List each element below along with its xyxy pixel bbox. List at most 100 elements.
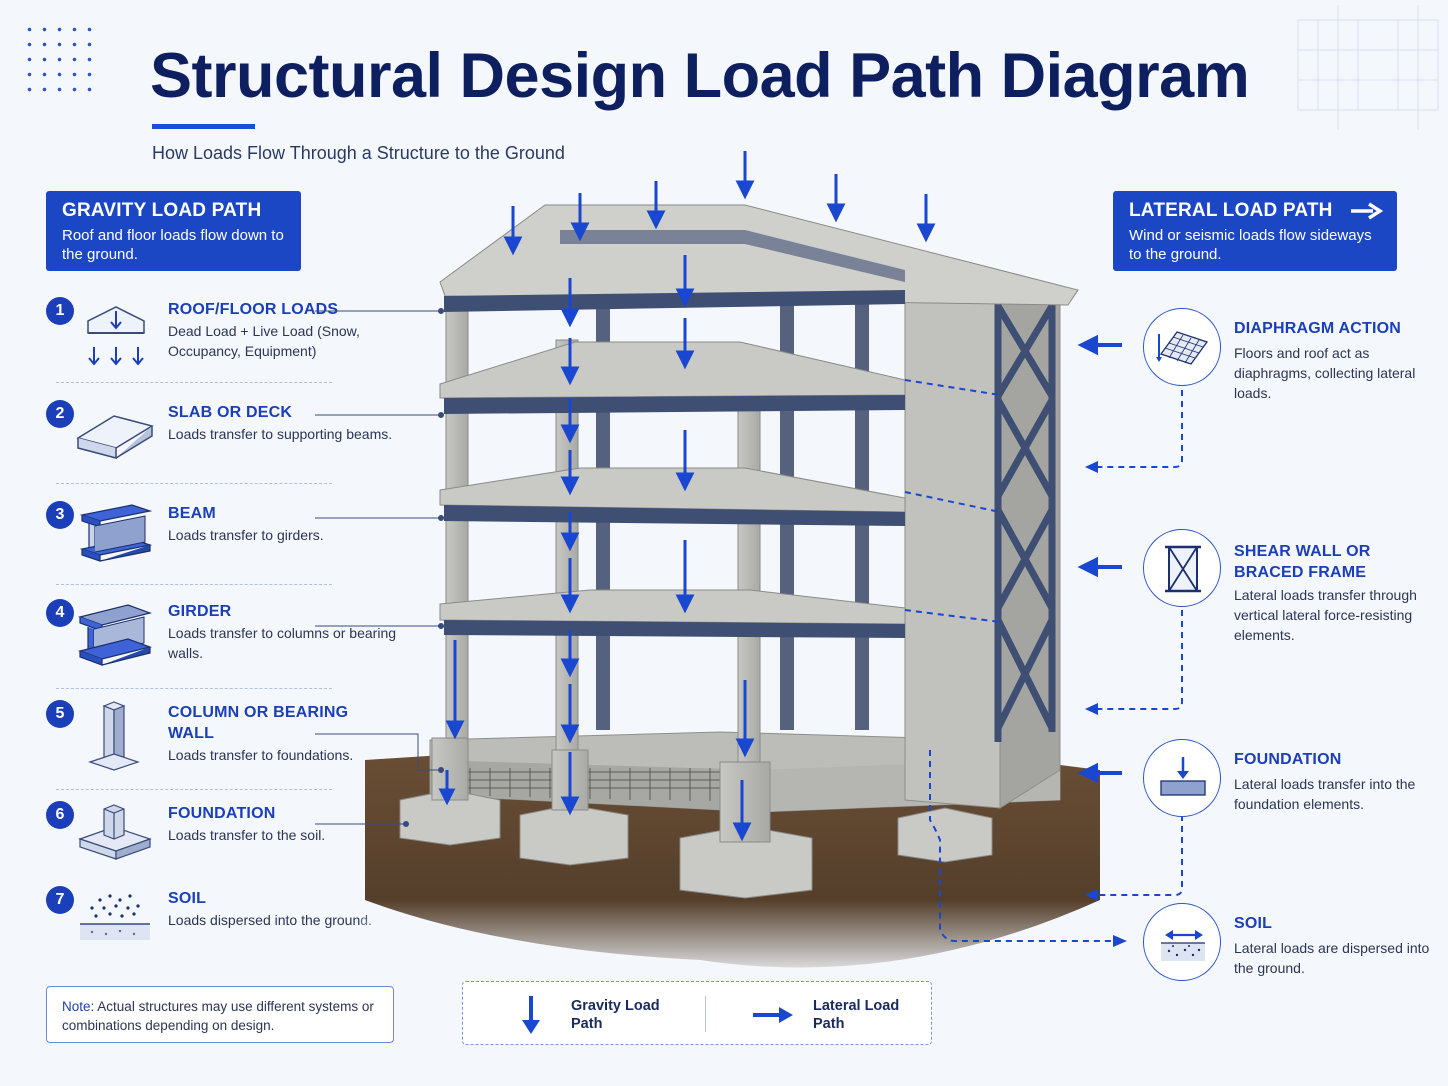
legend-separator bbox=[705, 996, 706, 1032]
legend: Gravity Load Path Lateral Load Path bbox=[462, 981, 932, 1045]
lateral-step-diaphragm: DIAPHRAGM ACTION Floors and roof act as … bbox=[1143, 308, 1433, 408]
leader-lines bbox=[315, 308, 444, 827]
step-text: GIRDER Loads transfer to columns or bear… bbox=[168, 601, 398, 663]
gravity-load-path-header: GRAVITY LOAD PATH Roof and floor loads f… bbox=[46, 191, 301, 271]
roof-load-icon bbox=[87, 306, 145, 366]
lat-text: DIAPHRAGM ACTION Floors and roof act as … bbox=[1234, 318, 1434, 403]
step-number-badge: 6 bbox=[46, 801, 74, 829]
note-text: Actual structures may use different syst… bbox=[62, 999, 374, 1033]
step-divider bbox=[56, 584, 332, 585]
girder-icon bbox=[77, 604, 153, 666]
page-title: Structural Design Load Path Diagram bbox=[150, 41, 1250, 111]
step-divider bbox=[56, 688, 332, 689]
lateral-dashed-connectors bbox=[904, 379, 1183, 942]
page-subtitle: How Loads Flow Through a Structure to th… bbox=[152, 143, 565, 163]
gravity-step-5: 5 COLUMN OR BEARING WALL Loads transfer … bbox=[46, 700, 353, 790]
lateral-load-path-header: LATERAL LOAD PATH Wind or seismic loads … bbox=[1113, 191, 1397, 271]
lateral-step-description: Lateral loads are dispersed into the gro… bbox=[1234, 940, 1430, 976]
step-title: COLUMN OR BEARING WALL bbox=[168, 704, 349, 742]
step-divider bbox=[56, 789, 332, 790]
soil-icon bbox=[1143, 903, 1221, 981]
gravity-step-3: 3 BEAM Loads transfer to girders. bbox=[46, 501, 336, 581]
step-number-badge: 4 bbox=[46, 599, 74, 627]
lateral-dashed-arrowheads bbox=[1085, 461, 1127, 947]
step-description: Loads transfer to foundations. bbox=[168, 747, 354, 763]
step-divider bbox=[56, 483, 332, 484]
step-number-badge: 1 bbox=[46, 297, 74, 325]
slab-icon bbox=[76, 415, 154, 459]
step-description: Loads transfer to girders. bbox=[168, 527, 324, 543]
lateral-step-soil: SOIL Lateral loads are dispersed into th… bbox=[1143, 903, 1433, 1003]
step-description: Loads transfer to the soil. bbox=[168, 827, 326, 843]
lateral-step-description: Floors and roof act as diaphragms, colle… bbox=[1234, 345, 1416, 401]
step-number-badge: 3 bbox=[46, 501, 74, 529]
step-number-badge: 2 bbox=[46, 400, 74, 428]
step-number-badge: 5 bbox=[46, 700, 74, 728]
step-title: GIRDER bbox=[168, 603, 232, 620]
gravity-step-7: 7 SOIL Loads dispersed into the ground. bbox=[46, 886, 372, 966]
step-text: SOIL Loads dispersed into the ground. bbox=[168, 888, 398, 931]
note-label: Note: bbox=[62, 999, 95, 1014]
braced-frame bbox=[994, 296, 1056, 742]
step-description: Loads transfer to columns or bearing wal… bbox=[168, 625, 397, 661]
step-text: SLAB OR DECK Loads transfer to supportin… bbox=[168, 402, 398, 445]
gravity-arrow-icon bbox=[522, 996, 540, 1034]
roof-gravity-arrows bbox=[503, 151, 936, 256]
lateral-arrows bbox=[1077, 334, 1122, 784]
lateral-step-title: SOIL bbox=[1234, 915, 1273, 932]
gravity-step-6: 6 FOUNDATION Loads transfer to the soil. bbox=[46, 801, 336, 881]
lateral-step-title: FOUNDATION bbox=[1234, 751, 1342, 768]
beam-icon bbox=[79, 504, 153, 562]
step-title: BEAM bbox=[168, 505, 216, 522]
soil-icon bbox=[80, 894, 150, 940]
step-description: Dead Load + Live Load (Snow, Occupancy, … bbox=[168, 323, 360, 359]
step-description: Loads transfer to supporting beams. bbox=[168, 426, 393, 442]
step-title: SOIL bbox=[168, 890, 207, 907]
gravity-description: Roof and floor loads flow down to the gr… bbox=[62, 227, 284, 263]
foundation-icon bbox=[1143, 739, 1221, 817]
gravity-step-2: 2 SLAB OR DECK Loads transfer to support… bbox=[46, 400, 392, 480]
step-title: ROOF/FLOOR LOADS bbox=[168, 301, 339, 318]
blueprint-sketch-decoration bbox=[1297, 5, 1439, 130]
steel-beams bbox=[444, 230, 905, 638]
decorative-dot-grid bbox=[22, 22, 100, 98]
lateral-step-title: SHEAR WALL OR BRACED FRAME bbox=[1234, 543, 1371, 581]
interior-gravity-arrows bbox=[438, 255, 755, 842]
lateral-step-description: Lateral loads transfer into the foundati… bbox=[1234, 776, 1416, 812]
step-text: ROOF/FLOOR LOADS Dead Load + Live Load (… bbox=[168, 299, 398, 361]
title-underline bbox=[152, 124, 255, 129]
grade-beam bbox=[430, 760, 760, 812]
foundation-icon bbox=[78, 804, 152, 860]
lateral-step-title: DIAPHRAGM ACTION bbox=[1234, 320, 1402, 337]
footings bbox=[399, 789, 993, 899]
step-text: BEAM Loads transfer to girders. bbox=[168, 503, 398, 546]
step-title: SLAB OR DECK bbox=[168, 404, 293, 421]
lat-text: SHEAR WALL OR BRACED FRAME Lateral loads… bbox=[1234, 541, 1434, 645]
gravity-step-4: 4 GIRDER Loads transfer to columns or be… bbox=[46, 599, 396, 689]
gravity-heading: GRAVITY LOAD PATH bbox=[62, 200, 262, 221]
shear-wall-core bbox=[904, 261, 1001, 809]
step-text: COLUMN OR BEARING WALL Loads transfer to… bbox=[168, 702, 398, 766]
gravity-step-1: 1 ROOF/FLOOR LOADS Dead Load + Live Load… bbox=[46, 297, 360, 377]
diaphragm-icon bbox=[1143, 308, 1221, 386]
step-description: Loads dispersed into the ground. bbox=[168, 912, 372, 928]
legend-lateral-label: Lateral Load Path bbox=[813, 998, 900, 1032]
lateral-step-foundation: FOUNDATION Lateral loads transfer into t… bbox=[1143, 739, 1433, 839]
right-arrow-icon bbox=[1351, 202, 1383, 220]
lat-text: FOUNDATION Lateral loads transfer into t… bbox=[1234, 749, 1434, 814]
lateral-description: Wind or seismic loads flow sideways to t… bbox=[1129, 227, 1372, 263]
lateral-heading: LATERAL LOAD PATH bbox=[1129, 200, 1333, 221]
lateral-step-braced-frame: SHEAR WALL OR BRACED FRAME Lateral loads… bbox=[1143, 529, 1433, 649]
legend-gravity-label: Gravity Load Path bbox=[571, 998, 660, 1032]
step-divider bbox=[56, 382, 332, 383]
design-note: Note: Actual structures may use differen… bbox=[46, 986, 394, 1043]
lateral-arrow-icon bbox=[753, 1007, 793, 1023]
column-icon bbox=[88, 701, 140, 771]
step-text: FOUNDATION Loads transfer to the soil. bbox=[168, 803, 398, 846]
braced-frame-icon bbox=[1143, 529, 1221, 607]
lateral-step-description: Lateral loads transfer through vertical … bbox=[1234, 587, 1417, 643]
step-title: FOUNDATION bbox=[168, 805, 276, 822]
lat-text: SOIL Lateral loads are dispersed into th… bbox=[1234, 913, 1434, 978]
step-number-badge: 7 bbox=[46, 886, 74, 914]
